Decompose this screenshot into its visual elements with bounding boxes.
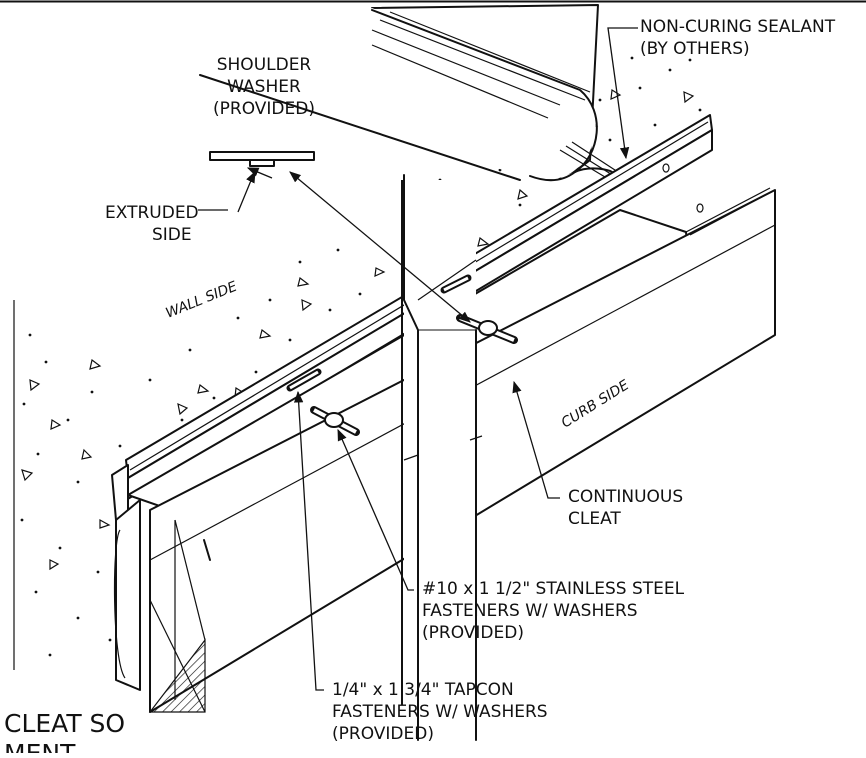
label-cleat: CONTINUOUS CLEAT [568,487,683,529]
sealant-tube [199,4,619,182]
label-sealant: NON-CURING SEALANT (BY OTHERS) [640,17,836,59]
caption-line-1: CLEAT SO [4,709,125,738]
sealant-line-2: (BY OTHERS) [640,39,750,59]
ss-fasteners-line-1: #10 x 1 1/2" STAINLESS STEEL [422,579,685,599]
ss-fasteners-line-2: FASTENERS W/ WASHERS [422,601,638,621]
shoulder-washer [209,151,315,167]
cleat-line-1: CONTINUOUS [568,487,683,507]
leader-lines [198,27,638,691]
cleat-line-2: CLEAT [568,509,621,529]
washer-line-1: SHOULDER [217,55,312,75]
label-extruded: EXTRUDED SIDE [105,203,199,245]
ss-fasteners-line-3: (PROVIDED) [422,623,524,643]
caption-line-2: MENT [4,739,76,753]
tapcon-line-1: 1/4" x 1 3/4" TAPCON [332,680,514,700]
label-washer: SHOULDER WASHER (PROVIDED) [213,55,315,119]
break-line [401,174,483,741]
label-tapcon: 1/4" x 1 3/4" TAPCON FASTENERS W/ WASHER… [332,680,548,744]
tapcon-line-3: (PROVIDED) [332,724,434,744]
extruded-line-2: SIDE [152,225,192,245]
tapcon-line-2: FASTENERS W/ WASHERS [332,702,548,722]
washer-line-3: (PROVIDED) [213,99,315,119]
label-ss-fasteners: #10 x 1 1/2" STAINLESS STEEL FASTENERS W… [422,579,685,643]
washer-line-2: WASHER [227,77,301,97]
caption: CLEAT SO MENT [4,709,125,758]
extruded-line-1: EXTRUDED [105,203,199,223]
wall-side-label: WALL SIDE [164,279,240,322]
sealant-line-1: NON-CURING SEALANT [640,17,836,37]
